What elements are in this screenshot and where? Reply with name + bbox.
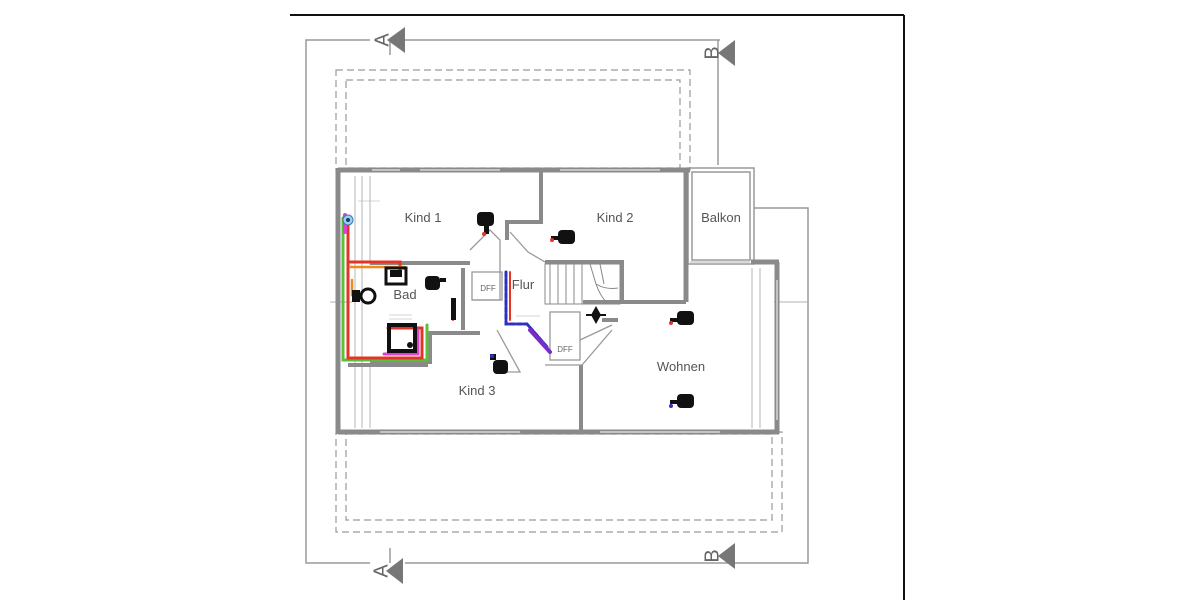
radiator-kind1	[477, 212, 494, 236]
sheet-border	[290, 14, 905, 600]
dimension-lines	[305, 39, 809, 564]
window-marks	[372, 169, 778, 433]
room-label-wohnen: Wohnen	[657, 359, 705, 374]
section-label-b-top: B	[701, 46, 723, 59]
radiator-wohnen-top	[669, 311, 694, 325]
vent-symbol	[342, 214, 354, 226]
section-marker-a-bottom: A	[370, 558, 403, 584]
room-label-kind2: Kind 2	[597, 210, 634, 225]
distribution-point-icon	[586, 306, 606, 324]
section-label-a-top: A	[371, 33, 393, 47]
room-label-balkon: Balkon	[701, 210, 741, 225]
radiator-kind2	[550, 230, 575, 244]
dff-label-left: DFF	[480, 284, 496, 293]
door-swings	[469, 229, 613, 373]
radiator-kind3	[490, 354, 508, 374]
room-label-kind1: Kind 1	[405, 210, 442, 225]
radiator-wohnen-bottom	[669, 394, 694, 408]
bath-fixtures	[352, 266, 456, 353]
radiator-symbols	[425, 212, 694, 408]
staircase	[544, 263, 621, 305]
section-marker-a-top: A	[371, 27, 405, 53]
section-marker-b-top: B	[701, 40, 735, 66]
fine-print-marks	[358, 200, 540, 320]
section-label-a-bottom: A	[370, 564, 392, 578]
dff-label-right: DFF	[557, 345, 573, 354]
room-label-flur: Flur	[512, 277, 535, 292]
section-marker-b-bottom: B	[701, 543, 735, 569]
room-label-bad: Bad	[393, 287, 416, 302]
section-label-b-bottom: B	[701, 549, 723, 562]
radiator-bad	[425, 276, 446, 290]
room-label-kind3: Kind 3	[459, 383, 496, 398]
